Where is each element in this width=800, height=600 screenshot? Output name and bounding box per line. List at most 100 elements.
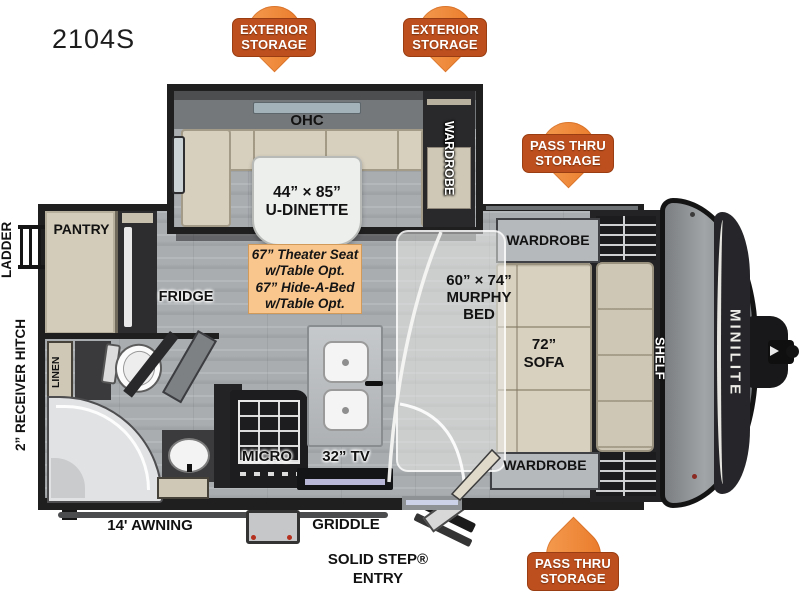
sink-faucet [365,381,383,386]
murphy-size: 60” × 74” [446,272,512,289]
sink-drain [342,407,349,414]
options-box: 67” Theater Seat w/Table Opt. 67” Hide-A… [248,244,362,314]
fridge-label: FRIDGE [158,289,214,305]
micro-label: MICRO [242,448,292,465]
bath-faucet [187,464,192,472]
awning-label: 14' AWNING [107,517,193,534]
dinette-left-bench [181,129,231,227]
option-line3: 67” Hide-A-Bed [255,279,355,295]
ladder-label: LADDER [0,221,14,279]
ladder-rung [20,229,23,265]
griddle-label: GRIDDLE [312,516,380,533]
entry-label-line1: SOLID STEP® [327,551,429,568]
range-knobs [240,472,298,476]
option-line1: 67” Theater Seat [251,247,359,262]
wardrobe-top-label: WARDROBE [506,232,590,248]
wardrobe-bottom-label: WARDROBE [503,457,587,473]
bath-wall-top [45,333,219,339]
jack-handle [770,346,779,356]
badge-exterior-storage-1: EXTERIOR STORAGE [214,0,334,73]
sink-basin-1 [323,341,369,383]
griddle-knob [251,535,256,540]
ladder-rung [38,229,41,265]
murphy-bed-overlay [396,230,506,472]
badge-line: STORAGE [535,153,601,169]
sink-basin-2 [323,389,369,431]
awning-bar [58,512,388,518]
badge-pass-thru-top-tag: PASS THRU STORAGE [522,134,614,173]
brand-label: MINILITE [726,308,744,398]
wardrobe-shelf [427,99,471,105]
fridge-door [124,227,132,327]
slide-wardrobe [423,91,475,227]
badge-exterior-storage-1-tag: EXTERIOR STORAGE [231,18,317,57]
cap-marker-light-bottom [692,474,697,479]
dinette-name: U-DINETTE [265,201,349,219]
bed-bolster [596,262,654,452]
ladder-icon [18,225,45,269]
option-line2: w/Table Opt. [265,263,345,279]
badge-line: PASS THRU [530,138,606,153]
bath-vanity-base [157,477,209,499]
fridge-cabinet [118,211,157,334]
front-cap-band [714,212,750,494]
pantry-cabinet [45,211,118,334]
tv-label: 32” TV [322,448,370,465]
hitch-ball [786,345,799,358]
fridge-top-shelf [122,213,153,223]
badge-pass-thru-top: PASS THRU STORAGE [508,110,628,189]
range-cooktop [230,390,308,488]
badge-line: EXTERIOR [410,22,480,37]
sofa-label: 72” SOFA [500,336,588,372]
bunk-vent-bottom [596,452,656,496]
entry-label-line2: ENTRY [352,569,404,587]
front-cap-accent [717,220,727,484]
pass-thru-hatch [486,206,638,210]
sofa-size: 72” [531,336,557,353]
badge-pass-thru-bottom-tag: PASS THRU STORAGE [527,552,619,591]
badge-line: STORAGE [412,37,478,53]
range-grate [238,400,300,464]
griddle-knob [287,535,292,540]
badge-pass-thru-bottom: PASS THRU STORAGE [513,516,633,595]
bunk-vent-top [596,216,656,260]
slide-wardrobe-label: WARDROBE [441,120,456,196]
kitchen-island [307,325,383,447]
shelf-label: SHELF [652,336,668,380]
tv-screen [305,479,385,485]
sofa-name: SOFA [523,354,565,371]
model-number: 2104S [52,24,136,54]
tv-icon [297,468,393,490]
badge-exterior-storage-2-tag: EXTERIOR STORAGE [402,18,488,57]
dinette-label: 44” × 85” U-DINETTE [252,184,362,220]
badge-line: PASS THRU [535,556,611,571]
badge-line: EXTERIOR [239,22,309,37]
entry-threshold [402,496,462,510]
ohc-skylight [253,102,361,114]
wardrobe-top [496,218,600,263]
receiver-hitch-label: 2” RECEIVER HITCH [13,318,28,452]
slide-window [172,136,185,194]
entry-step-strip [406,500,458,505]
murphy-bed-label: 60” × 74” MURPHY BED [429,272,529,323]
badge-exterior-storage-2: EXTERIOR STORAGE [385,0,505,73]
murphy-word2: BED [463,306,495,323]
pantry-label: PANTRY [53,221,110,237]
wardrobe-base [427,147,471,209]
bath-sink-icon [168,438,210,473]
ohc-label: OHC [290,112,324,129]
sofa [496,263,592,455]
badge-line: STORAGE [540,571,606,587]
slide-roof-edge [174,91,476,100]
murphy-word: MURPHY [446,289,512,306]
entry-label: SOLID STEP® ENTRY [298,551,458,589]
dinette-size: 44” × 85” [273,184,341,201]
ladder-rung [29,229,32,265]
linen-label: LINEN [50,356,62,388]
option-line4: w/Table Opt. [265,295,345,311]
linen-cabinet [47,341,73,402]
wardrobe-bottom [490,452,600,490]
badge-line: STORAGE [241,37,307,53]
cap-marker-light-top [690,212,695,217]
